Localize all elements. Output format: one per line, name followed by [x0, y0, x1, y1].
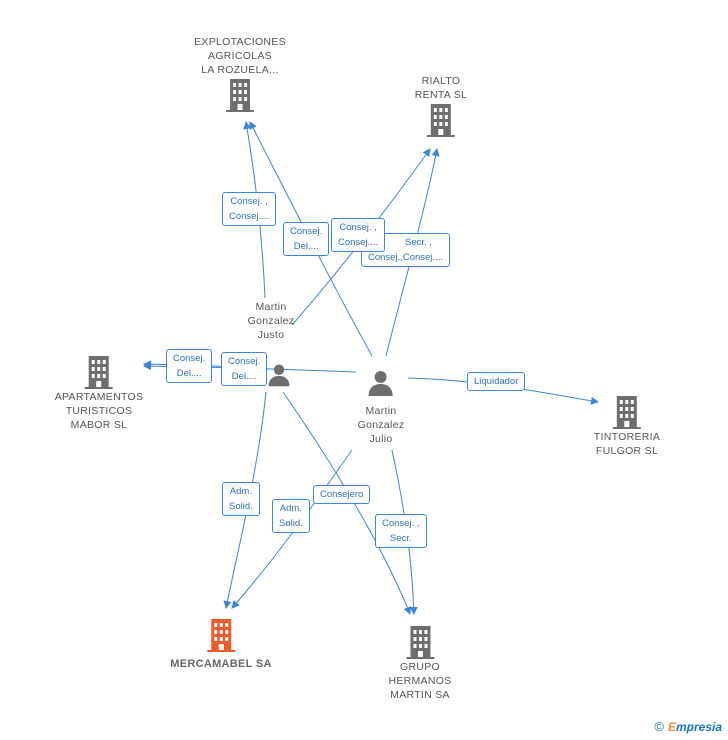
- company-mercamabel[interactable]: MERCAMABEL SA: [170, 617, 271, 671]
- company-tintoreria-fulgor[interactable]: TINTORERIA FULGOR SL: [594, 394, 660, 458]
- relation-line: Consej.: [228, 356, 261, 367]
- relation-label[interactable]: Consej. Del....: [283, 222, 330, 256]
- person-martin-gonzalez-justo[interactable]: Martin Gonzalez Justo: [248, 300, 295, 342]
- relation-label[interactable]: Consej. , Consej....: [331, 218, 386, 252]
- company-name-line: GRUPO: [399, 661, 441, 673]
- brand-logo: Empresia: [668, 720, 722, 734]
- relation-label[interactable]: Consejero: [313, 485, 371, 504]
- edge-julio-mercamabel: [231, 449, 353, 609]
- building-icon: [85, 356, 113, 389]
- building-icon: [226, 79, 254, 112]
- person-icon-justo: [268, 364, 290, 387]
- relation-label[interactable]: Adm. Solid.: [222, 482, 260, 516]
- building-icon: [405, 626, 434, 659]
- company-name-line: MERCAMABEL SA: [170, 658, 272, 670]
- company-name-line: AGRICOLAS: [208, 50, 272, 62]
- relation-line: Consej.: [173, 353, 206, 364]
- person-name-line: Martin: [365, 405, 397, 417]
- relation-line: Solid.: [279, 518, 303, 529]
- company-name-line: LA ROZUELA...: [201, 64, 279, 76]
- company-name-line: HERMANOS: [388, 675, 452, 687]
- relation-line: Consej. ,: [339, 222, 377, 233]
- relation-label[interactable]: Adm. Solid.: [272, 499, 310, 533]
- relation-line: Del....: [176, 368, 202, 379]
- relation-line: Adm.: [279, 503, 302, 514]
- relation-line: Liquidador: [474, 376, 519, 387]
- copyright-symbol: ©: [654, 719, 664, 734]
- relation-line: Consej. ,: [382, 518, 420, 529]
- company-apartamentos-turisticos[interactable]: APARTAMENTOS TURISTICOS MABOR SL: [55, 354, 144, 432]
- relation-line: Solid.: [229, 501, 253, 512]
- company-name-line: EXPLOTACIONES: [194, 36, 286, 48]
- relation-label[interactable]: Consej. , Consej....: [222, 192, 277, 226]
- person-name-line: Julio: [369, 433, 393, 445]
- relation-label[interactable]: Liquidador: [467, 372, 526, 391]
- person-name-line: Justo: [257, 329, 285, 341]
- relation-line: Del....: [231, 371, 257, 382]
- company-name-line: APARTAMENTOS: [54, 391, 144, 403]
- relation-line: Del....: [293, 241, 319, 252]
- relation-line: Adm.: [229, 486, 252, 497]
- company-explotaciones-agricolas[interactable]: EXPLOTACIONES AGRICOLAS LA ROZUELA...: [194, 35, 286, 113]
- building-icon: [426, 104, 455, 137]
- relation-line: Consejero: [320, 489, 364, 500]
- company-name-line: TINTORERIA: [593, 431, 661, 443]
- building-icon-highlighted: [206, 619, 235, 652]
- relation-line: Consej....: [229, 211, 270, 222]
- person-icon: [368, 371, 393, 396]
- company-name-line: TURISTICOS: [65, 405, 133, 417]
- relation-line: Consej....: [338, 237, 379, 248]
- relation-line: Consej. ,: [230, 196, 268, 207]
- relation-line: Secr.: [389, 533, 412, 544]
- relation-label[interactable]: Consej. , Secr.: [375, 514, 427, 548]
- company-name-line: RENTA SL: [414, 89, 468, 101]
- relation-label[interactable]: Consej. Del....: [221, 352, 268, 386]
- company-name-line: RIALTO: [421, 75, 461, 87]
- relation-label[interactable]: Consej. Del....: [166, 349, 213, 383]
- person-name-line: Gonzalez: [357, 419, 405, 431]
- person-name-line: Gonzalez: [247, 315, 295, 327]
- company-name-line: MABOR SL: [70, 419, 128, 431]
- company-grupo-hermanos-martin[interactable]: GRUPO HERMANOS MARTIN SA: [388, 624, 451, 702]
- relation-line: Consej.,Consej....: [368, 252, 443, 263]
- person-name-line: Martin: [255, 301, 287, 313]
- company-name-line: FULGOR SL: [595, 445, 659, 457]
- company-name-line: MARTIN SA: [390, 689, 450, 701]
- company-rialto-renta[interactable]: RIALTO RENTA SL: [415, 74, 467, 138]
- brand-first-letter: E: [667, 719, 676, 734]
- relation-line: Consej.: [290, 226, 323, 237]
- brand-name-rest: mpresia: [675, 719, 722, 734]
- building-icon: [613, 396, 641, 429]
- relation-line: Secr. ,: [405, 237, 432, 248]
- person-martin-gonzalez-julio[interactable]: Martin Gonzalez Julio: [358, 368, 405, 446]
- copyright-brand[interactable]: © Empresia: [654, 719, 722, 734]
